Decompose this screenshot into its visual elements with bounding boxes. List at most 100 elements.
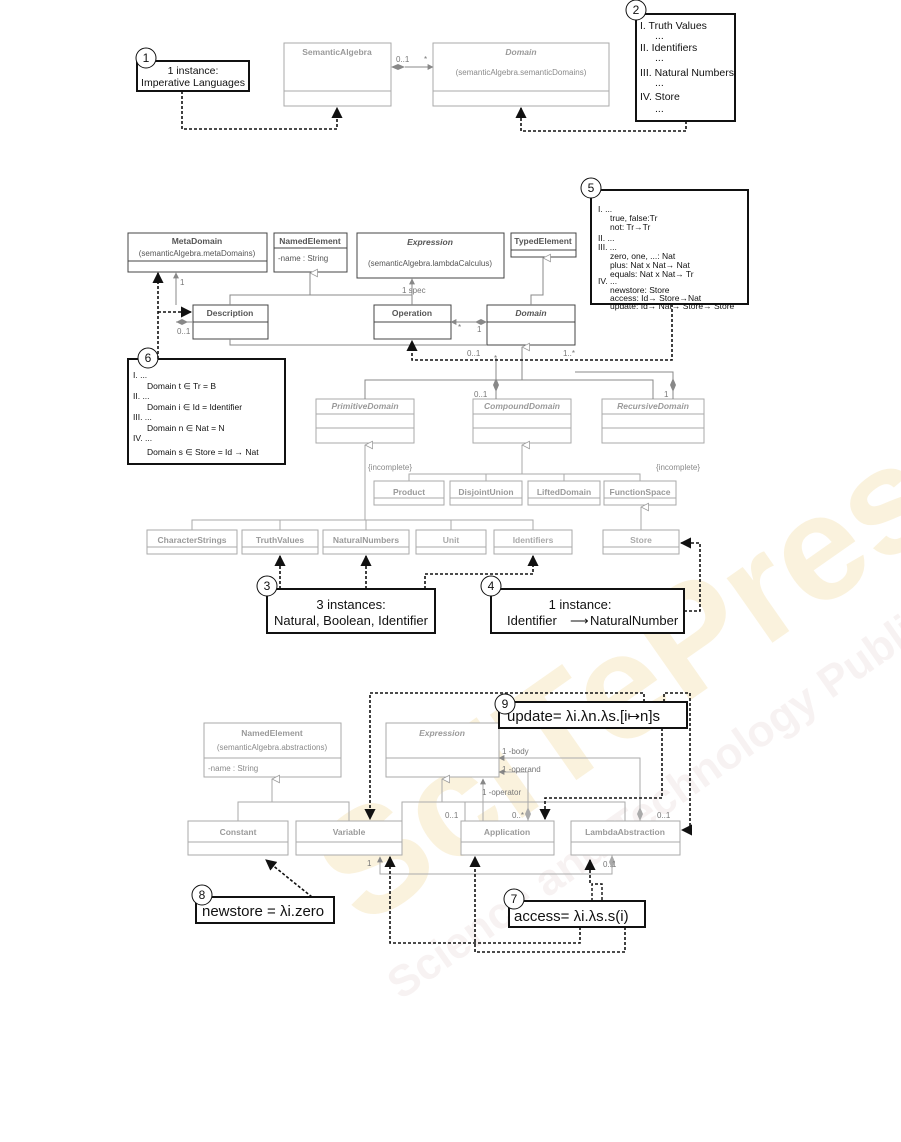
callout-2-line: III. Natural Numbers — [640, 67, 734, 79]
callout-6-line: Domain s ∈ Store = Id → Nat — [147, 447, 259, 457]
callout-4-arrow: ⟶ — [570, 613, 589, 628]
callout-1-number: 1 — [143, 51, 150, 65]
store-title: Store — [630, 535, 652, 545]
domain-subtitle: (semanticAlgebra.semanticDomains) — [456, 68, 587, 77]
callout-1-line1: 1 instance: — [168, 65, 219, 77]
callout-2: 2 I. Truth Values ... II. Identifiers ..… — [515, 0, 736, 132]
class-function-space: FunctionSpace — [603, 480, 677, 506]
callout-5-line: III. ... — [598, 242, 617, 252]
class-compound-domain: CompoundDomain — [472, 398, 572, 444]
application-title: Application — [484, 827, 530, 837]
callout-9: 9 update= λi.λn.λs.[i↦n]s — [364, 692, 693, 836]
callout-1-badge — [135, 47, 157, 69]
callout-3-line2: Natural, Boolean, Identifier — [274, 613, 429, 628]
callout-2-line: IV. Store — [640, 91, 680, 103]
callout-3-badge — [256, 575, 278, 597]
callout-5-line: newstore: Store — [610, 285, 670, 295]
class-expression-bottom: Expression — [385, 722, 500, 778]
named-element-attr: -name : String — [278, 254, 328, 263]
mult-01-a: 0..1 — [177, 327, 191, 336]
primitive-title: PrimitiveDomain — [331, 401, 398, 411]
metadomain-title: MetaDomain — [172, 236, 223, 246]
class-lambda-abstraction: LambdaAbstraction — [570, 820, 681, 856]
expression-subtitle: (semanticAlgebra.lambdaCalculus) — [368, 259, 492, 268]
callout-3-line1: 3 instances: — [316, 597, 385, 612]
primitive-generalization — [191, 445, 641, 530]
class-domain-top: Domain (semanticAlgebra.semanticDomains) — [432, 42, 610, 107]
compound-generalization — [408, 445, 641, 481]
mult-star-a: * — [458, 323, 461, 332]
named-element-title: NamedElement — [279, 236, 341, 246]
function-space-title: FunctionSpace — [610, 487, 671, 497]
callout-2-line: I. Truth Values — [640, 20, 707, 32]
bottom-generalizations — [237, 779, 626, 821]
mult-b-1: 1 — [367, 859, 372, 868]
truth-values-title: TruthValues — [256, 535, 304, 545]
domain-mid-title: Domain — [515, 308, 546, 318]
incomplete-right: {incomplete} — [656, 463, 700, 472]
semantic-algebra-title: SemanticAlgebra — [302, 47, 372, 57]
callout-5-line: equals: Nat x Nat→ Tr — [610, 269, 694, 279]
class-named-element: NamedElement -name : String — [273, 232, 348, 273]
description-title: Description — [207, 308, 254, 318]
callout-9-text: update= λi.λn.λs.[i↦n]s — [507, 708, 660, 725]
class-domain-mid: Domain — [486, 304, 576, 346]
label-body: 1 -body — [502, 747, 529, 756]
class-unit: Unit — [415, 529, 487, 555]
mult-1-a: 1 — [180, 278, 185, 287]
class-semantic-algebra: SemanticAlgebra — [283, 42, 392, 107]
incomplete-left: {incomplete} — [368, 463, 412, 472]
operation-title: Operation — [392, 308, 432, 318]
character-strings-title: CharacterStrings — [158, 535, 227, 545]
callout-2-line: II. Identifiers — [640, 42, 697, 54]
callout-5-line: zero, one, ...: Nat — [610, 251, 676, 261]
callout-5-line: access: Id→ Store→Nat — [610, 293, 702, 303]
callout-4-badge — [480, 575, 502, 597]
constant-title: Constant — [220, 827, 257, 837]
mult-01: 0..1 — [396, 55, 410, 64]
callout-7-badge — [503, 888, 525, 910]
callout-6: 6 I. ... Domain t ∈ Tr = B II. ... Domai… — [127, 271, 286, 465]
mult-b-01b: 0..* — [512, 811, 524, 820]
callout-8-badge — [191, 884, 213, 906]
mult-b-01c: 0..1 — [657, 811, 671, 820]
class-disjoint-union: DisjointUnion — [449, 480, 523, 506]
callout-8-number: 8 — [199, 888, 206, 902]
callout-6-line: III. ... — [133, 412, 152, 422]
callout-6-line: Domain i ∈ Id = Identifier — [147, 402, 242, 412]
callout-4-number: 4 — [488, 579, 495, 593]
class-natural-numbers: NaturalNumbers — [322, 529, 410, 555]
callout-2-line: ... — [655, 30, 664, 42]
callout-6-line: II. ... — [133, 391, 150, 401]
class-truth-values: TruthValues — [241, 529, 319, 555]
callout-2-line: ... — [655, 77, 664, 89]
class-lifted-domain: LiftedDomain — [527, 480, 601, 506]
mult-b-01a: 0..1 — [445, 811, 459, 820]
callout-4-line2a: Identifier — [507, 613, 558, 628]
class-variable: Variable — [295, 820, 403, 856]
callout-2-badge — [625, 0, 647, 21]
callout-5-line: IV. ... — [598, 276, 617, 286]
callout-9-badge — [494, 693, 516, 715]
class-application: Application — [460, 820, 555, 856]
mult-1spec: 1 spec — [402, 286, 426, 295]
class-constant: Constant — [187, 820, 289, 856]
named-element-b-attr: -name : String — [208, 764, 258, 773]
variable-title: Variable — [333, 827, 366, 837]
callout-5-line: I. ... — [598, 204, 612, 214]
callout-4-line2b: NaturalNumber — [590, 613, 679, 628]
association-semantic-domain: 0..1 * — [391, 55, 434, 70]
class-expression: Expression (semanticAlgebra.lambdaCalcul… — [356, 232, 505, 279]
mult-star: * — [424, 55, 427, 64]
callout-5-line: not: Tr→Tr — [610, 222, 650, 232]
label-operator: 1 -operator — [482, 788, 521, 797]
identifiers-title: Identifiers — [513, 535, 554, 545]
callout-5-line: II. ... — [598, 233, 615, 243]
named-element-b-title: NamedElement — [241, 728, 303, 738]
class-primitive-domain: PrimitiveDomain — [315, 398, 415, 444]
named-element-b-sub: (semanticAlgebra.abstractions) — [217, 743, 328, 752]
lifted-title: LiftedDomain — [537, 487, 591, 497]
metadomain-subtitle: (semanticAlgebra.metaDomains) — [139, 249, 256, 258]
